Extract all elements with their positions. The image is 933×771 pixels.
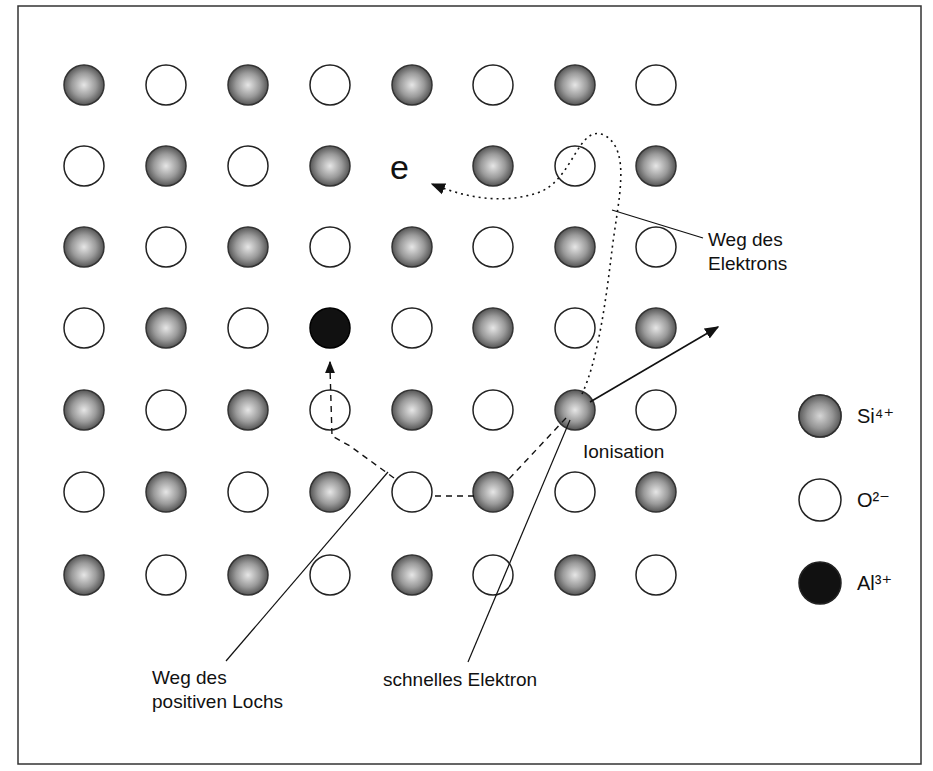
electron-symbol: e <box>390 146 409 189</box>
legend-swatch <box>799 395 841 437</box>
callout-label: Weg des positiven Lochs <box>152 666 302 714</box>
legend-shading <box>799 395 841 437</box>
legend-swatch <box>799 479 841 521</box>
callout-label: schnelles Elektron <box>383 668 537 692</box>
legend-swatch <box>799 562 841 604</box>
legend-text: Al³⁺ <box>857 571 892 595</box>
legend-text: O²⁻ <box>857 488 890 512</box>
callout-label: Weg des Elektrons <box>708 228 818 276</box>
legend-swatch-icon <box>797 560 843 606</box>
legend-swatch-icon <box>797 477 843 523</box>
legend-swatch-icon <box>797 393 843 439</box>
callout-label: Ionisation <box>583 440 664 464</box>
legend-text: Si⁴⁺ <box>857 404 894 428</box>
